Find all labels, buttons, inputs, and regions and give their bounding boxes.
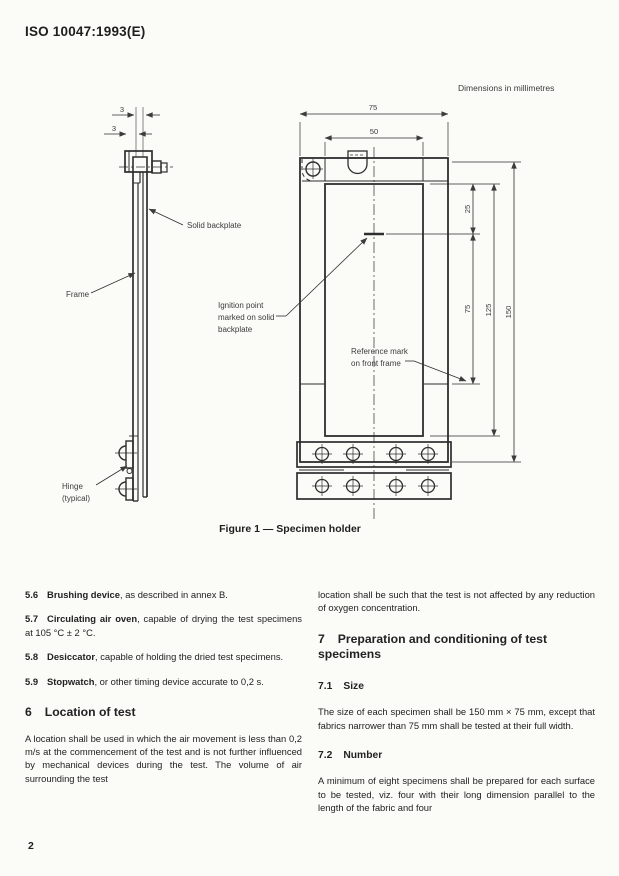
heading-6: 6 Location of test [25,705,302,721]
label-hinge-typical: (typical) [62,494,90,503]
clause-term: Desiccator [47,651,95,663]
clause-term: Brushing device [47,589,120,600]
heading-title: Location of test [44,705,136,720]
dim-125: 125 [484,304,493,317]
clause-5-7: 5.7 Circulating air oven, capable of dryi… [25,612,302,639]
dim-25: 25 [463,205,472,213]
clause-5-9: 5.9 Stopwatch, or other timing device acc… [25,675,302,688]
dim-75-vert: 75 [463,305,472,313]
label-ignition-line3: backplate [218,325,253,334]
dim-3-mid: 3 [112,124,116,133]
paragraph-6-cont: location shall be such that the test is … [318,589,595,614]
body-columns: 5.6 Brushing device, as described in anne… [25,588,595,826]
heading-number: 7.2 [318,750,333,762]
figure-caption: Figure 1 — Specimen holder [219,523,361,535]
paragraph-7-1: The size of each specimen shall be 150 m… [318,706,595,731]
clause-term: Stopwatch [47,675,95,687]
label-reference-line2: on front frame [351,359,401,368]
label-frame: Frame [66,290,90,299]
paragraph-6: A location shall be used in which the ai… [25,732,302,784]
clause-5-8: 5.8 Desiccator, capable of holding the dr… [25,650,302,663]
dim-150: 150 [504,306,513,319]
heading-title: Number [343,750,383,762]
clause-text: , capable of drying the test specimens a… [25,613,302,638]
page-number: 2 [28,840,34,852]
clause-text: , as described in annex B. [119,589,228,600]
heading-title: Size [343,680,364,692]
dim-50-window: 50 [370,127,378,136]
heading-7-2: 7.2 Number [318,749,595,762]
front-view [276,111,521,520]
clause-5-6: 5.6 Brushing device, as described in anne… [25,588,302,601]
clause-number: 5.6 [25,589,39,600]
label-solid-backplate: Solid backplate [187,221,242,230]
clause-text: , capable of holding the dried test spec… [95,651,284,663]
heading-number: 7 [318,631,325,646]
label-ignition-line2: marked on solid [218,313,274,322]
label-ignition-line1: Ignition point [218,301,264,310]
clause-number: 5.8 [25,651,39,663]
clause-term: Circulating air oven [47,613,138,625]
page-header: ISO 10047:1993(E) [25,24,146,39]
heading-7-1: 7.1 Size [318,680,595,693]
clause-number: 5.7 [25,613,39,625]
heading-number: 6 [25,705,32,720]
heading-number: 7.1 [318,680,333,692]
label-reference-line1: Reference mark [351,347,409,356]
clause-text: , or other timing device accurate to 0,2… [94,675,264,687]
side-view [90,107,184,502]
paragraph-7-2: A minimum of eight specimens shall be pr… [318,775,595,814]
dim-75-width: 75 [369,103,377,112]
label-hinge: Hinge [62,482,83,491]
clause-number: 5.9 [25,675,39,687]
heading-title: Preparation and conditioning of test spe… [318,631,548,662]
right-column: location shall be such that the test is … [318,588,595,826]
dim-3-top: 3 [120,105,124,114]
dimensions-note: Dimensions in millimetres [458,83,555,93]
left-column: 5.6 Brushing device, as described in anne… [25,588,302,826]
